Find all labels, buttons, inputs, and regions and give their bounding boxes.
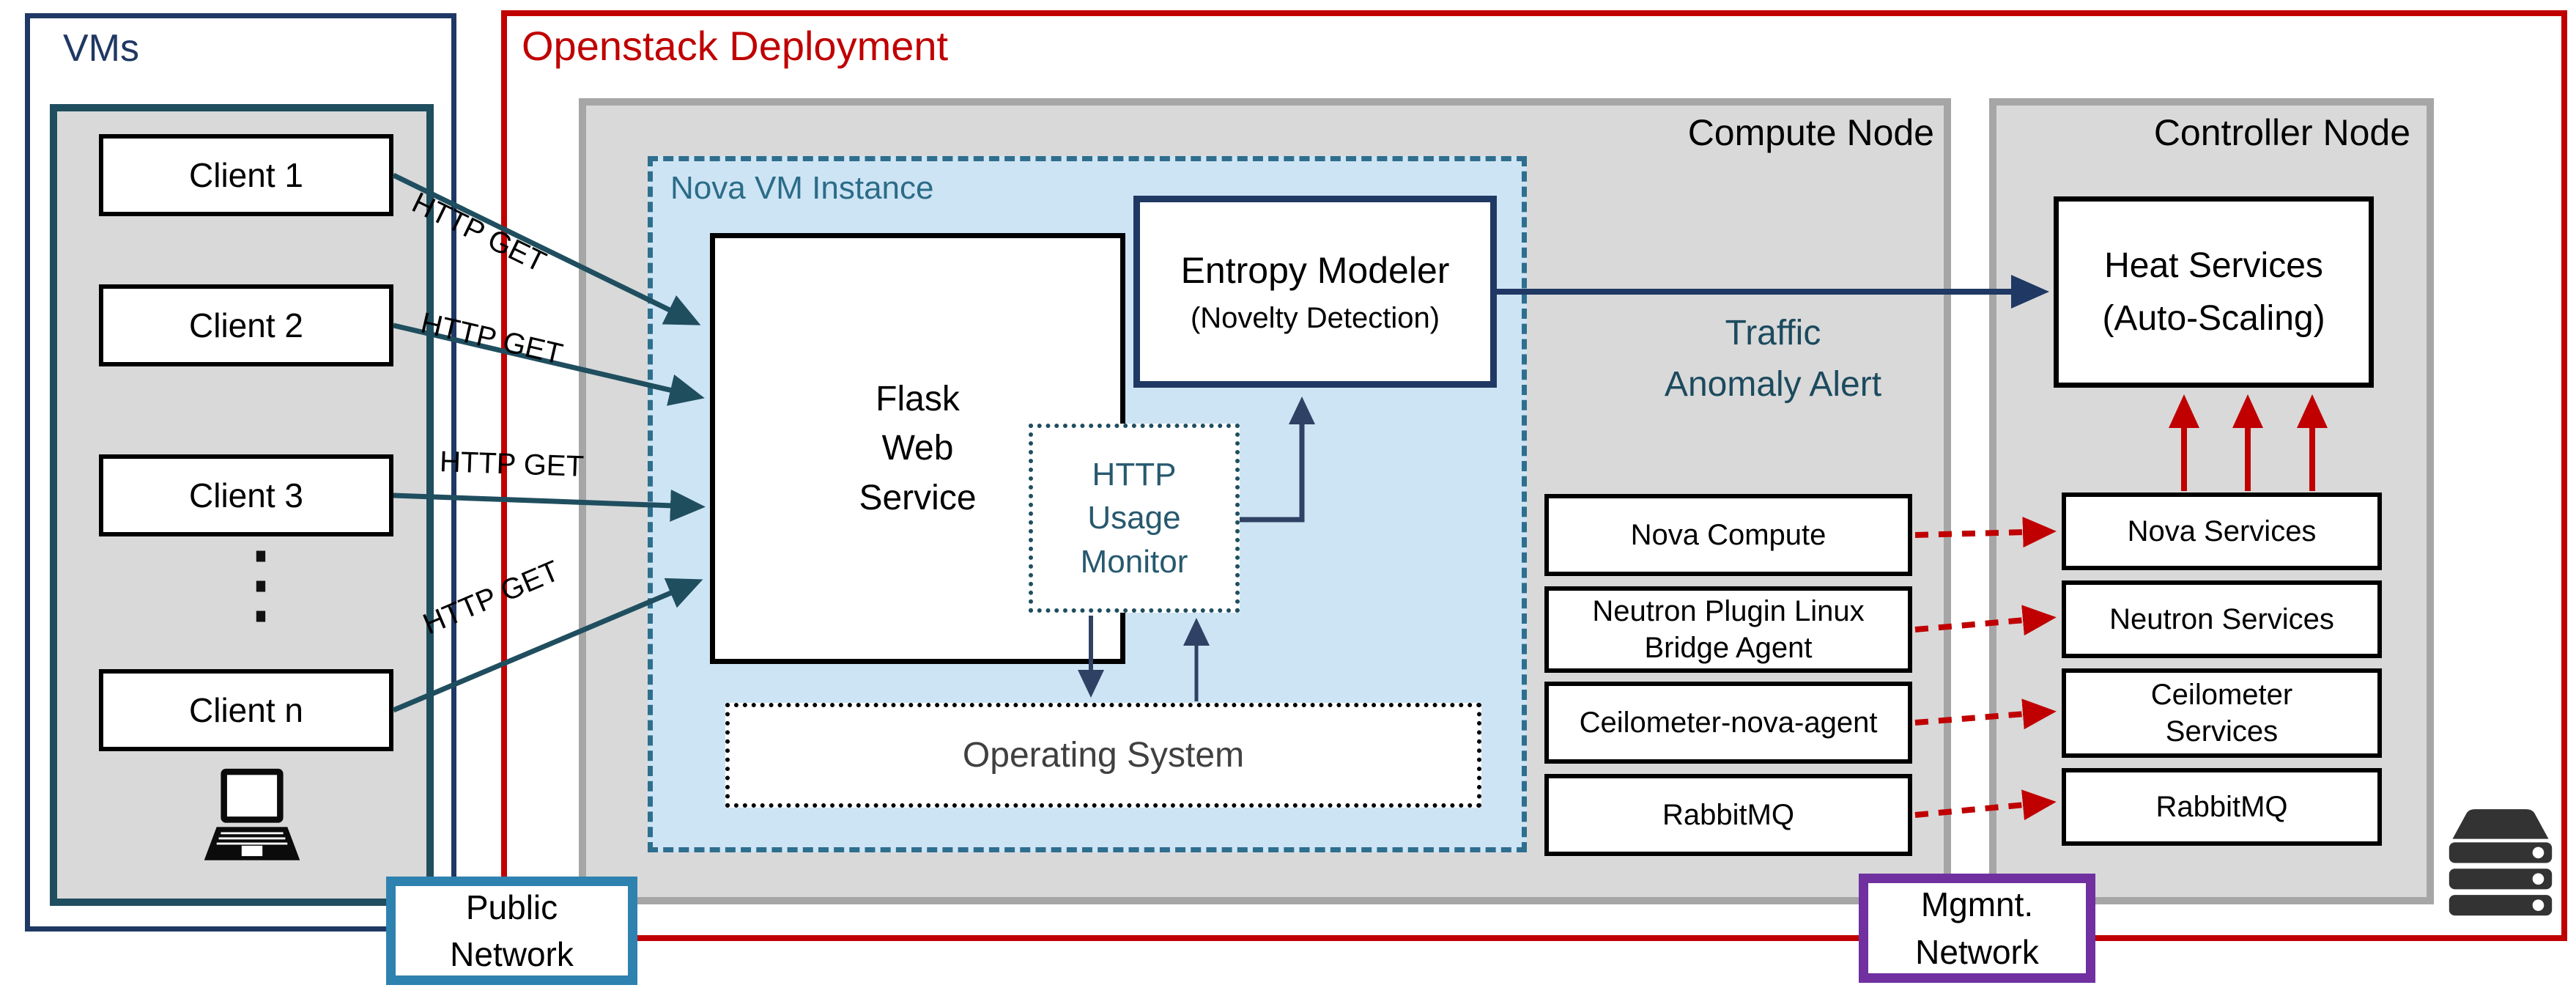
- nova-vm-instance-label: Nova VM Instance: [670, 170, 934, 206]
- server-rack-icon: [2443, 803, 2558, 925]
- operating-system-box: Operating System: [725, 703, 1481, 808]
- entropy-modeler-box: Entropy Modeler (Novelty Detection): [1133, 196, 1497, 388]
- controller-node-title: Controller Node: [2153, 112, 2410, 153]
- client-3-box: Client 3: [99, 454, 393, 536]
- vms-group-box: [25, 13, 456, 932]
- laptop-icon: [189, 767, 315, 871]
- controller-rabbitmq-box: RabbitMQ: [2062, 768, 2382, 846]
- openstack-deployment-title: Openstack Deployment: [522, 23, 949, 69]
- neutron-services-box: Neutron Services: [2062, 580, 2382, 658]
- public-network-box: Public Network: [386, 877, 637, 985]
- client-1-box: Client 1: [99, 134, 393, 216]
- http-usage-monitor-box: HTTP Usage Monitor: [1029, 424, 1240, 613]
- traffic-anomaly-alert-label: Traffic Anomaly Alert: [1664, 314, 1882, 404]
- http-get-label-3: HTTP GET: [439, 446, 585, 483]
- ceilometer-services-box: Ceilometer Services: [2062, 668, 2382, 758]
- client-n-box: Client n: [99, 669, 393, 751]
- mgmnt-network-box: Mgmnt. Network: [1859, 874, 2095, 983]
- clients-ellipsis: ⋮: [217, 534, 305, 632]
- client-2-box: Client 2: [99, 284, 393, 366]
- openstack-deployment-box: [501, 10, 2567, 941]
- ceilometer-nova-agent-box: Ceilometer-nova-agent: [1544, 682, 1912, 764]
- nova-services-box: Nova Services: [2062, 493, 2382, 570]
- compute-node-title: Compute Node: [1687, 112, 1934, 153]
- nova-compute-box: Nova Compute: [1544, 494, 1912, 576]
- heat-services-box: Heat Services (Auto-Scaling): [2054, 196, 2374, 388]
- neutron-plugin-box: Neutron Plugin Linux Bridge Agent: [1544, 586, 1912, 673]
- compute-rabbitmq-box: RabbitMQ: [1544, 774, 1912, 856]
- vms-group-label: VMs: [63, 27, 139, 70]
